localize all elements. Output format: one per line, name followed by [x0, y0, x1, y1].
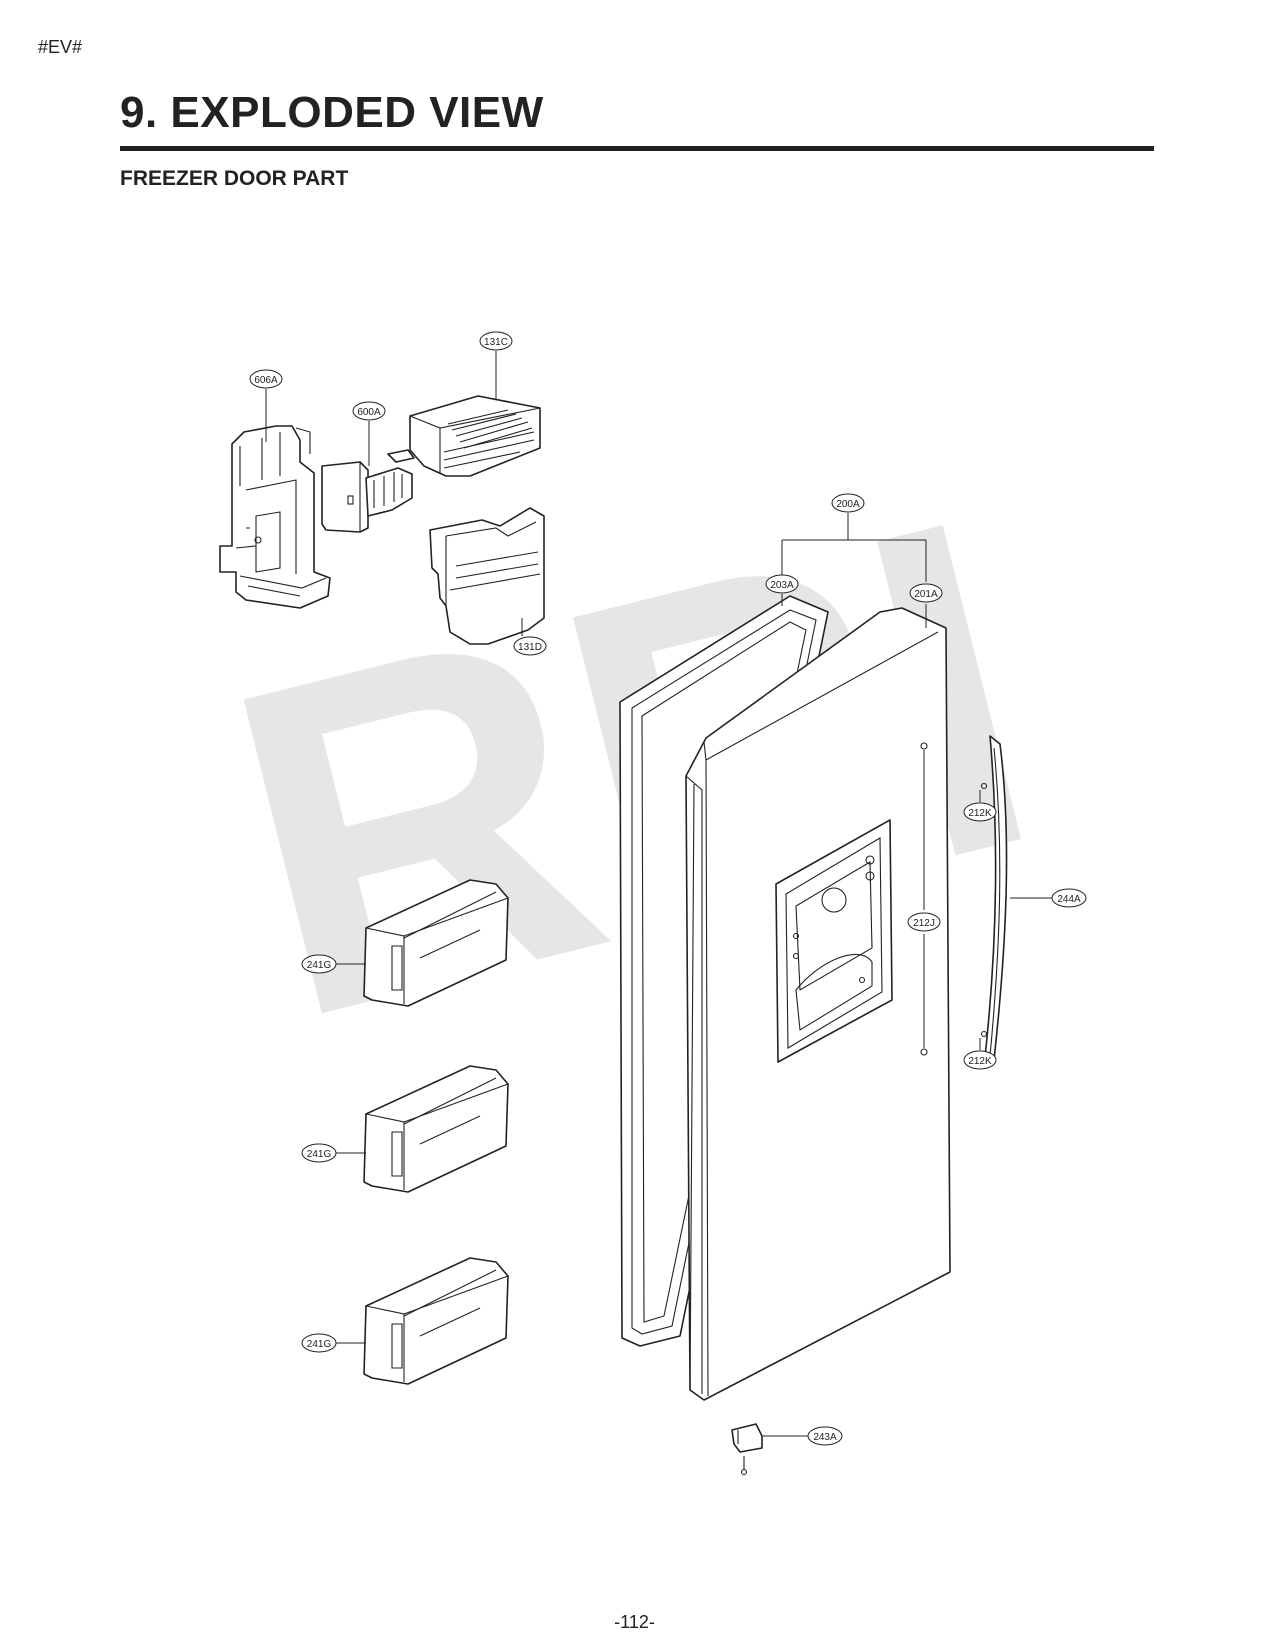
- label-241G-2: 241G: [301, 1143, 337, 1163]
- door-bin-241G-1: [363, 879, 509, 1007]
- svg-text:243A: 243A: [813, 1432, 837, 1443]
- svg-text:200A: 200A: [836, 499, 860, 510]
- label-212K-top: 212K: [963, 802, 997, 822]
- label-212K-bottom: 212K: [963, 1050, 997, 1070]
- svg-text:241G: 241G: [307, 1339, 332, 1350]
- label-606A: 606A: [249, 369, 283, 389]
- section-subtitle: FREEZER DOOR PART: [120, 167, 349, 190]
- label-131C: 131C: [479, 331, 513, 351]
- ice-maker-cover-131C: [409, 395, 541, 477]
- label-244A: 244A: [1051, 888, 1087, 908]
- ice-maker-600A: [321, 449, 415, 533]
- page-number: -112-: [614, 1612, 655, 1632]
- svg-text:241G: 241G: [307, 960, 332, 971]
- ice-bin-131D: [429, 507, 545, 645]
- title-rule: [120, 146, 1154, 151]
- label-241G-1: 241G: [301, 954, 337, 974]
- ice-maker-housing-606A: [219, 425, 331, 609]
- svg-text:212K: 212K: [968, 808, 992, 819]
- door-hinge-243A: [731, 1423, 763, 1476]
- svg-text:131C: 131C: [484, 337, 508, 348]
- page-title: 9. EXPLODED VIEW: [120, 88, 544, 137]
- svg-text:131D: 131D: [518, 642, 542, 653]
- freezer-door-201A: [685, 607, 951, 1401]
- svg-text:201A: 201A: [914, 589, 938, 600]
- label-201A: 201A: [909, 583, 943, 603]
- label-243A: 243A: [807, 1426, 843, 1446]
- svg-text:241G: 241G: [307, 1149, 332, 1160]
- svg-text:212K: 212K: [968, 1056, 992, 1067]
- svg-text:212J: 212J: [913, 918, 935, 929]
- label-131D: 131D: [513, 636, 547, 656]
- svg-text:600A: 600A: [357, 407, 381, 418]
- svg-text:203A: 203A: [770, 580, 794, 591]
- door-bin-241G-2: [363, 1065, 509, 1193]
- svg-text:244A: 244A: [1057, 894, 1081, 905]
- label-212J: 212J: [907, 912, 941, 932]
- label-200A: 200A: [831, 493, 865, 513]
- door-bin-241G-3: [363, 1257, 509, 1385]
- label-241G-3: 241G: [301, 1333, 337, 1353]
- leader-lines: [265, 351, 1052, 1437]
- document-tag: #EV#: [38, 37, 83, 57]
- label-203A: 203A: [765, 574, 799, 594]
- svg-text:606A: 606A: [254, 375, 278, 386]
- label-600A: 600A: [352, 401, 386, 421]
